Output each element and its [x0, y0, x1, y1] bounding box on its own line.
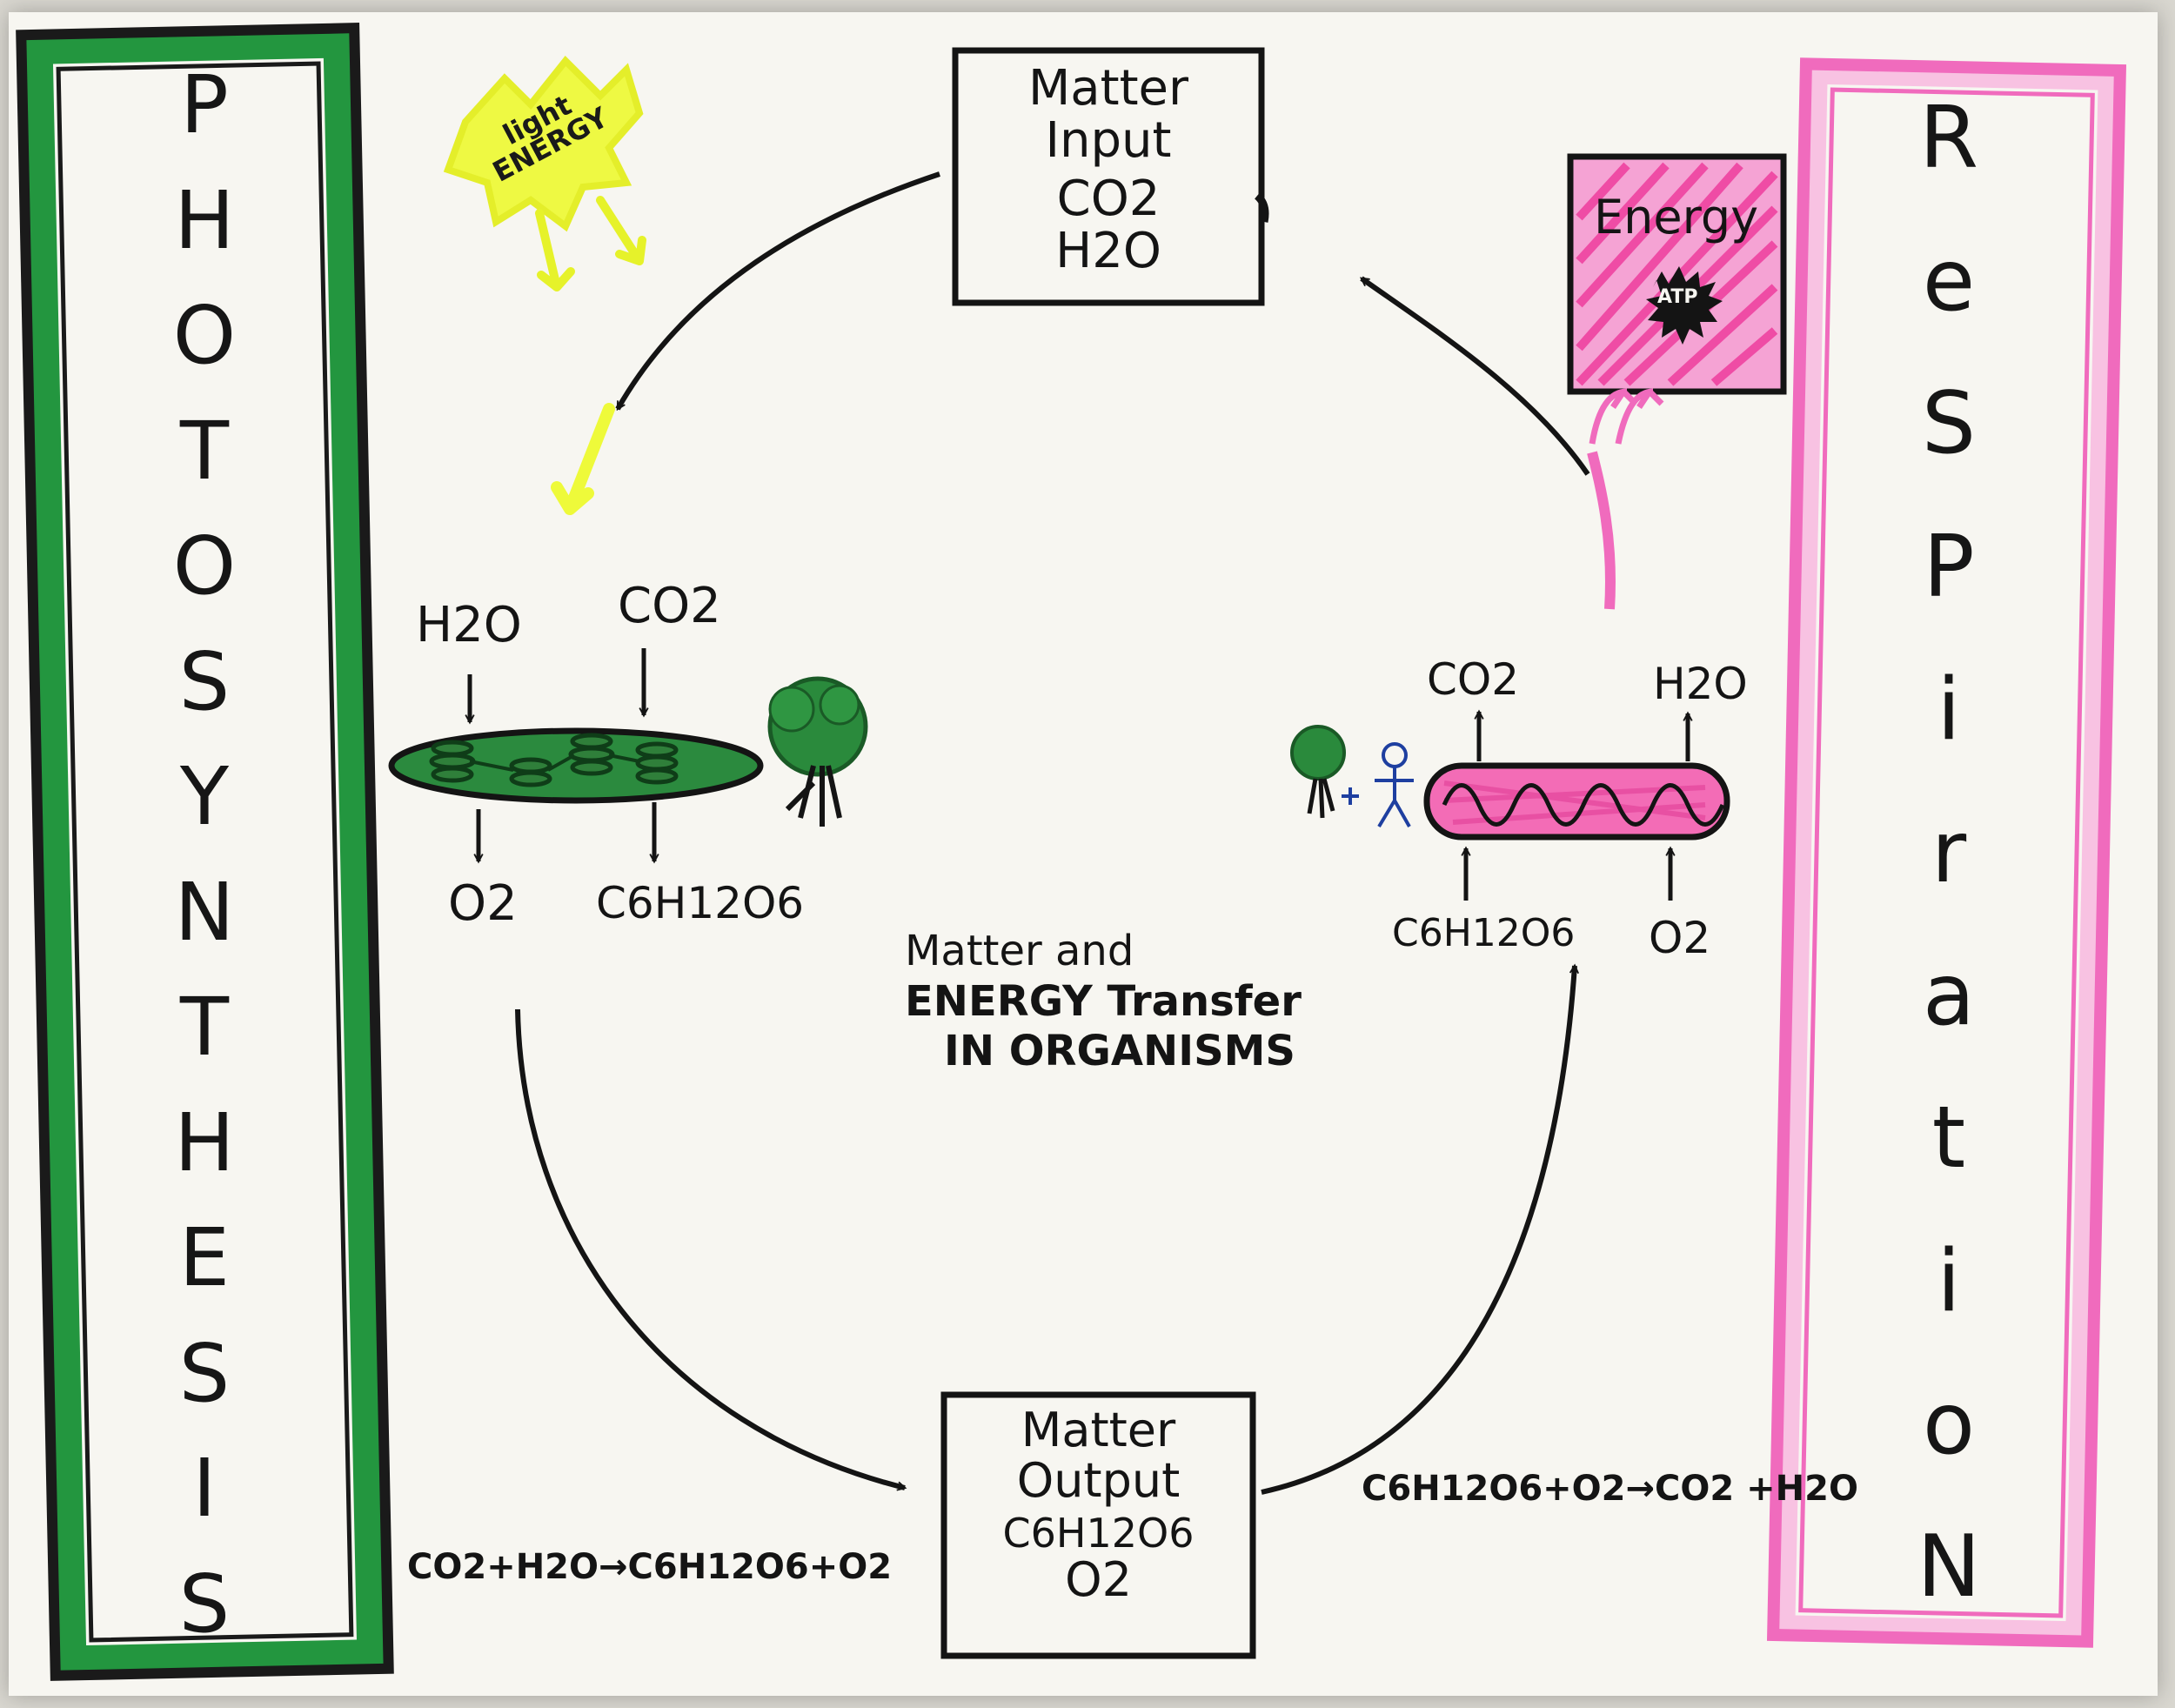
center-title-line3: IN ORGANISMS	[944, 1027, 1295, 1076]
respiration-letter: a	[1922, 946, 1976, 1046]
matter-input-co2: CO2	[1056, 170, 1161, 227]
photosynthesis-equation: CO2+H2O→C6H12O6+O2	[407, 1547, 893, 1587]
photosynthesis-banner-frame	[16, 23, 394, 1681]
respiration-letter: t	[1931, 1088, 1966, 1189]
photosynthesis-letter: E	[178, 1211, 231, 1305]
photosynthesis-letter: T	[179, 404, 230, 498]
photosynthesis-letter: S	[178, 634, 231, 728]
respiration-letter: e	[1922, 231, 1976, 332]
tree-and-person-icon	[1290, 725, 1414, 828]
center-title: Matter and ENERGY Transfer IN ORGANISMS	[905, 927, 1302, 1077]
energy-release-path	[1587, 451, 1616, 610]
respiration-letter: R	[1918, 89, 1979, 188]
photosynthesis-letter: H	[174, 1095, 235, 1189]
arrow-input-to-chloroplast	[615, 171, 940, 409]
matter-output-glucose: C6H12O6	[1002, 1509, 1195, 1557]
center-title-line2: ENERGY Transfer	[905, 976, 1302, 1026]
respiration-equation: C6H12O6+O2→CO2 +H2O	[1362, 1469, 1858, 1509]
photosynthesis-letter: S	[178, 1557, 231, 1651]
respiration-letter: i	[1937, 1231, 1961, 1331]
respiration-letter: i	[1937, 660, 1961, 760]
matter-input-box	[952, 47, 1265, 306]
mitochondrion-output-co2: CO2	[1427, 654, 1520, 705]
mitochondrion-output-h2o: H2O	[1653, 659, 1748, 709]
respiration-letter: o	[1923, 1374, 1975, 1474]
photosynthesis-letter: P	[180, 58, 229, 151]
light-arrow	[551, 403, 615, 515]
photosynthesis-letter: S	[178, 1326, 231, 1420]
photosynthesis-letter: I	[192, 1442, 217, 1536]
energy-box	[1567, 153, 1787, 445]
matter-output-line1: Matter	[1021, 1403, 1176, 1457]
chloroplast-input-h2o: H2O	[416, 597, 522, 653]
matter-input-label: Matter Input CO2 H2O	[955, 60, 1262, 280]
photosynthesis-letter: O	[172, 289, 237, 383]
chloroplast-output-o2: O2	[448, 875, 518, 932]
mitochondrion-shape	[1423, 762, 1730, 841]
light-energy-burst	[443, 56, 646, 291]
matter-input-line1: Matter	[1027, 60, 1189, 117]
respiration-letter: r	[1931, 802, 1967, 902]
matter-input-line2: Input	[1045, 112, 1172, 170]
arrow-chloroplast-to-output	[515, 1008, 905, 1488]
matter-output-o2: O2	[1065, 1552, 1132, 1608]
photosynthesis-letter: T	[179, 981, 230, 1075]
photosynthesis-letter: O	[172, 519, 237, 613]
respiration-banner-frame	[1766, 57, 2127, 1648]
arrow-output-to-mitochondrion	[1261, 966, 1575, 1495]
photosynthesis-letter: H	[174, 173, 235, 267]
matter-output-box	[940, 1391, 1256, 1659]
matter-output-line2: Output	[1016, 1453, 1181, 1509]
chloroplast-shape	[388, 727, 764, 804]
atp-label: ATP	[1657, 286, 1698, 308]
photosynthesis-letter: Y	[179, 750, 230, 844]
chloroplast-input-co2: CO2	[618, 578, 721, 634]
respiration-letter: S	[1921, 374, 1977, 474]
matter-output-label: Matter Output C6H12O6 O2	[944, 1403, 1253, 1608]
mitochondrion-input-glucose: C6H12O6	[1392, 911, 1576, 955]
matter-input-h2o: H2O	[1055, 223, 1161, 280]
center-title-line1: Matter and	[905, 927, 1134, 975]
tree-icon	[767, 676, 868, 827]
arrow-mitochondrion-to-input	[1362, 276, 1590, 476]
respiration-letter: N	[1917, 1517, 1981, 1617]
chloroplast-output-glucose: C6H12O6	[596, 878, 805, 928]
photosynthesis-letter: N	[174, 865, 235, 959]
energy-title: Energy	[1594, 190, 1759, 244]
mitochondrion-input-o2: O2	[1649, 913, 1711, 963]
respiration-letter: P	[1923, 517, 1975, 617]
